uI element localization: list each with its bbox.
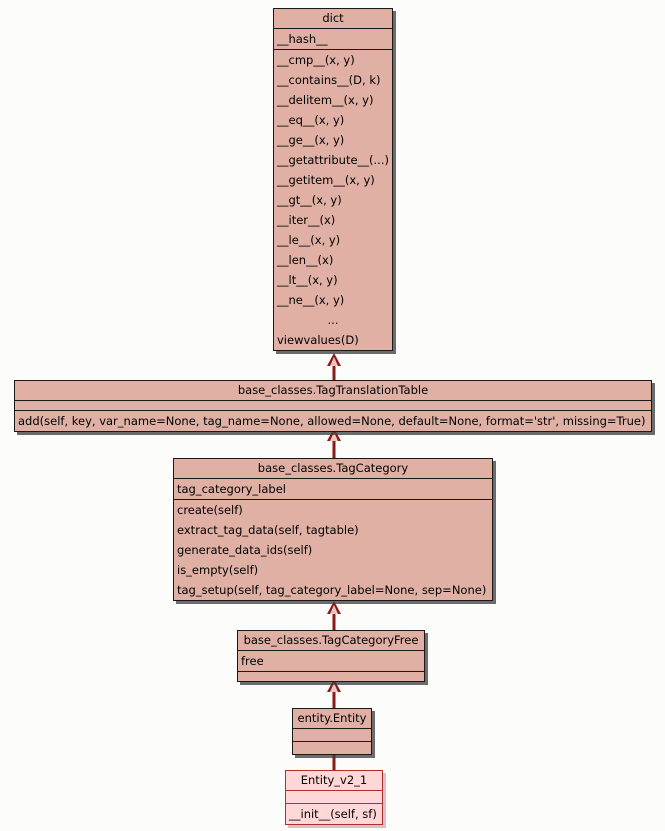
- class-methods-compartment: add(self, key, var_name=None, tag_name=N…: [15, 410, 651, 431]
- class-box-tagcategoryfree[interactable]: base_classes.TagCategoryFree free: [237, 630, 425, 682]
- class-box-entity[interactable]: entity.Entity: [292, 708, 372, 755]
- class-method: __init__(self, sf): [289, 807, 377, 821]
- class-title-compartment: dict: [274, 9, 392, 28]
- class-box-dict[interactable]: dict __hash__ __cmp__(x, y) __contains__…: [273, 8, 393, 351]
- class-method: is_empty(self): [177, 563, 259, 577]
- class-box-entity-v2-1[interactable]: Entity_v2_1 __init__(self, sf): [285, 770, 383, 825]
- class-method: __getitem__(x, y): [277, 173, 375, 187]
- class-method: __lt__(x, y): [277, 273, 338, 287]
- class-attribute: __hash__: [277, 32, 328, 46]
- class-method: __eq__(x, y): [277, 113, 345, 127]
- class-attributes-empty: [286, 791, 382, 803]
- class-method: __delitem__(x, y): [277, 93, 374, 107]
- class-box-tagcategory[interactable]: base_classes.TagCategory tag_category_la…: [173, 458, 493, 601]
- class-attribute: tag_category_label: [177, 482, 286, 496]
- class-attributes-compartment: [293, 728, 371, 741]
- class-methods-compartment: [293, 741, 371, 754]
- inheritance-arrow-tagcategory-to-tagtranslationtable: [327, 428, 341, 458]
- class-method-ellipsis: ...: [327, 313, 339, 327]
- inheritance-arrow-tagcategoryfree-to-tagcategory: [327, 601, 341, 630]
- class-method: __gt__(x, y): [277, 193, 342, 207]
- class-name-tagtranslationtable: base_classes.TagTranslationTable: [237, 383, 429, 397]
- class-methods-compartment: [238, 671, 424, 681]
- class-name-tagcategoryfree: base_classes.TagCategoryFree: [243, 633, 419, 647]
- class-method: add(self, key, var_name=None, tag_name=N…: [18, 414, 646, 428]
- class-method: __cmp__(x, y): [277, 53, 355, 67]
- class-methods-compartment: __init__(self, sf): [286, 803, 382, 824]
- class-method: extract_tag_data(self, tagtable): [177, 523, 359, 537]
- class-method: __len__(x): [277, 253, 334, 267]
- class-attributes-compartment: __hash__: [274, 28, 392, 49]
- class-method: __le__(x, y): [277, 233, 341, 247]
- class-method: generate_data_ids(self): [177, 543, 313, 557]
- class-title-compartment: entity.Entity: [293, 709, 371, 728]
- class-methods-compartment: __cmp__(x, y) __contains__(D, k) __delit…: [274, 49, 392, 350]
- class-attributes-compartment: free: [238, 650, 424, 671]
- class-title-compartment: base_classes.TagTranslationTable: [15, 381, 651, 400]
- class-method: __getattribute__(...): [277, 153, 389, 167]
- class-methods-empty: [238, 672, 424, 681]
- class-attributes-compartment: tag_category_label: [174, 478, 492, 499]
- class-method: __ne__(x, y): [277, 293, 345, 307]
- class-name-tagcategory: base_classes.TagCategory: [257, 461, 409, 475]
- class-attributes-compartment: [15, 400, 651, 410]
- class-name-dict: dict: [322, 11, 344, 25]
- class-method: create(self): [177, 503, 243, 517]
- class-methods-empty: [293, 742, 371, 754]
- class-attributes-compartment: [286, 790, 382, 803]
- class-method: __ge__(x, y): [277, 133, 345, 147]
- class-name-entity-v2-1: Entity_v2_1: [300, 773, 368, 787]
- class-method: __iter__(x): [277, 213, 336, 227]
- inheritance-arrow-entity-to-tagcategoryfree: [327, 679, 341, 708]
- class-attribute: free: [241, 654, 264, 668]
- class-method: viewvalues(D): [277, 333, 359, 347]
- inheritance-arrow-tagtranslationtable-to-dict: [327, 353, 341, 380]
- class-title-compartment: base_classes.TagCategory: [174, 459, 492, 478]
- class-title-compartment: Entity_v2_1: [286, 771, 382, 790]
- class-method: tag_setup(self, tag_category_label=None,…: [177, 583, 487, 597]
- class-methods-compartment: create(self) extract_tag_data(self, tagt…: [174, 499, 492, 600]
- class-title-compartment: base_classes.TagCategoryFree: [238, 631, 424, 650]
- class-attributes-empty: [15, 401, 651, 410]
- class-box-tagtranslationtable[interactable]: base_classes.TagTranslationTable add(sel…: [14, 380, 652, 432]
- class-attributes-empty: [293, 729, 371, 741]
- class-method: __contains__(D, k): [277, 73, 381, 87]
- class-name-entity: entity.Entity: [297, 711, 367, 725]
